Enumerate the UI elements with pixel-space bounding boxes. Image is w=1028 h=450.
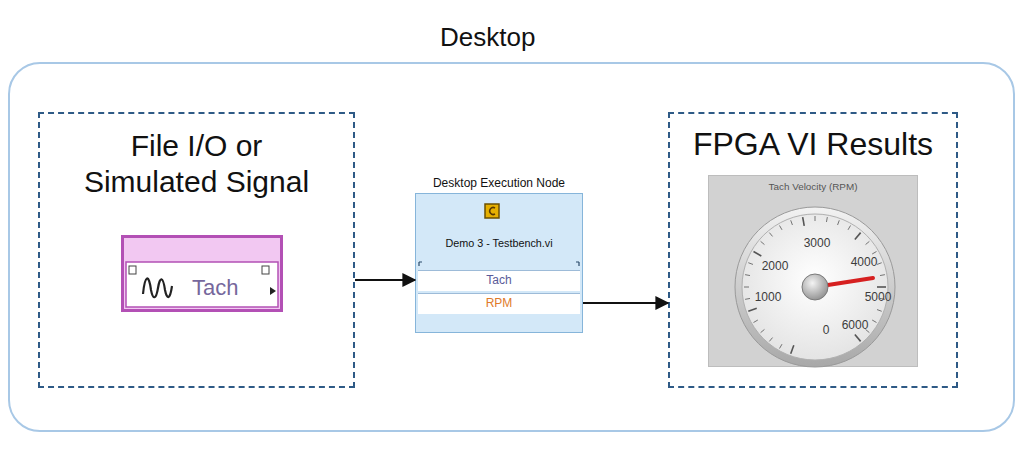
gauge-scale-number: 4000 (851, 255, 878, 269)
gauge-scale-number: 1000 (755, 290, 782, 304)
control-label: Tach (192, 275, 238, 301)
box-heading: File I/O or Simulated Signal (72, 128, 322, 200)
signal-arrow (583, 302, 668, 304)
control-field (126, 262, 278, 307)
gauge-tick (880, 274, 885, 276)
gauge-tick (803, 217, 805, 226)
gauge-tick (769, 338, 772, 342)
vi-name: Demo 3 - Testbench.vi (416, 237, 582, 249)
gauge-tick (880, 298, 885, 300)
gauge-tick (877, 263, 882, 265)
gauge-tick (744, 287, 749, 288)
gauge-tick (745, 298, 750, 300)
gauge-tick (866, 241, 870, 244)
gauge-scale-number: 0 (823, 323, 830, 337)
gauge-tick (872, 252, 876, 255)
gauge-tick (848, 226, 851, 230)
gauge-scale-number: 5000 (865, 290, 892, 304)
terminal-row: Tach (418, 270, 580, 291)
gauge-tick (855, 233, 861, 240)
terminal-arrow (270, 287, 276, 295)
gauge-knob (802, 274, 828, 300)
gauge-title: Tach Velocity (RPM) (709, 181, 917, 192)
node-icon (485, 204, 499, 218)
gauge-tick (748, 308, 756, 311)
gauge-tick (754, 320, 758, 323)
signal-arrow (355, 279, 415, 281)
node-title: Desktop Execution Node (406, 176, 592, 190)
waveform-icon (143, 278, 172, 297)
gauge-tick (866, 329, 870, 332)
gauge-tick (815, 216, 816, 221)
gauge-tick (791, 345, 794, 353)
gauge-scale-number: 6000 (842, 318, 869, 332)
terminal-mark (129, 266, 136, 274)
region-title: Desktop (440, 22, 535, 53)
gauge-tick (761, 329, 765, 332)
terminal-row: RPM (418, 293, 580, 314)
node-bracket (419, 262, 579, 266)
gauge-tick (877, 286, 886, 288)
gauge-ticks (744, 216, 886, 354)
gauge-tick (748, 263, 753, 265)
gauge-tick (872, 320, 876, 323)
box-heading: FPGA VI Results (670, 126, 956, 163)
gauge-tick (761, 241, 765, 244)
gauge-face (742, 214, 888, 360)
gauge-tick (838, 220, 840, 225)
gauge-tick (826, 217, 828, 222)
gauge-tick (754, 252, 762, 257)
gauge-tick (877, 310, 882, 312)
gauge-tick (769, 233, 772, 237)
gauge-scale-number: 2000 (762, 259, 789, 273)
gauge-tick (780, 226, 783, 230)
gauge-scale-number: 3000 (804, 236, 831, 250)
gauge-tick (855, 334, 861, 341)
terminal-label: Tach (418, 273, 580, 287)
gauge-bezel (735, 207, 895, 367)
terminal-mark (262, 266, 269, 274)
gauge-tick (745, 274, 750, 276)
source-box: File I/O or Simulated SignalTach (38, 112, 355, 388)
node-icon-glyph (490, 208, 495, 215)
gauge-tick (791, 220, 793, 225)
terminal-label: RPM (418, 296, 580, 310)
gauge-tick (780, 344, 783, 348)
